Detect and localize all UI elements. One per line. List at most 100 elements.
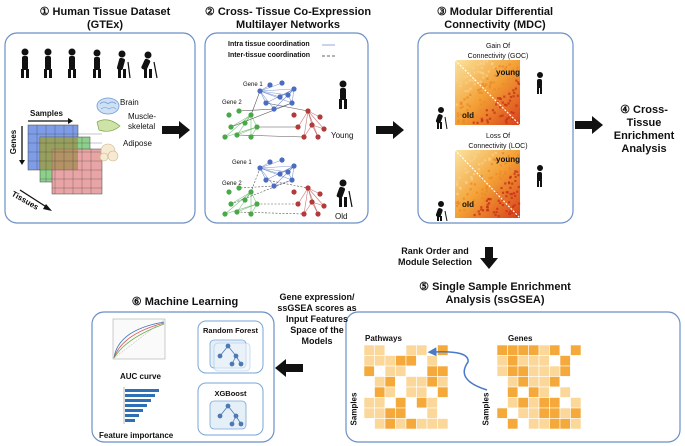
matrix-cell bbox=[517, 418, 529, 430]
heat-cell bbox=[469, 159, 472, 162]
heat-cell bbox=[475, 116, 479, 119]
step5-title-line1: ⑤ Single Sample Enrichment bbox=[419, 281, 571, 293]
heat-cell bbox=[509, 176, 512, 179]
heat-cell bbox=[495, 103, 498, 106]
muscle-icon bbox=[96, 119, 121, 132]
heat-cell bbox=[466, 103, 469, 106]
heat-cell bbox=[490, 81, 493, 84]
network-node bbox=[301, 134, 307, 140]
heat-cell bbox=[469, 79, 472, 82]
heat-cell bbox=[475, 191, 479, 194]
heat-cell bbox=[456, 115, 460, 118]
matrix-cell bbox=[538, 376, 550, 388]
heat-cell bbox=[457, 65, 460, 68]
heat-cell bbox=[514, 179, 517, 183]
heat-cell bbox=[509, 95, 513, 99]
heat-cell bbox=[459, 106, 462, 110]
heat-cell bbox=[482, 62, 486, 65]
heat-cell bbox=[482, 202, 485, 205]
heat-cell bbox=[510, 192, 513, 196]
heat-cell bbox=[501, 114, 504, 117]
heat-cell bbox=[458, 202, 461, 205]
heat-cell bbox=[469, 93, 472, 96]
matrix-cell bbox=[507, 407, 519, 419]
heat-cell bbox=[512, 77, 515, 80]
matrix-cell bbox=[374, 418, 386, 430]
matrix-cell bbox=[496, 376, 508, 388]
network-node bbox=[291, 86, 297, 92]
network-node bbox=[317, 114, 323, 120]
network-node bbox=[228, 201, 234, 207]
feature-space-line5: Models bbox=[301, 336, 333, 346]
matrix-cell bbox=[416, 407, 428, 419]
matrix-cell bbox=[426, 365, 438, 377]
heat-cell bbox=[497, 97, 500, 100]
goc-label-line1: Gain Of bbox=[485, 43, 511, 50]
heat-cell bbox=[457, 61, 460, 64]
heat-cell bbox=[483, 199, 486, 202]
matrix-cell bbox=[496, 407, 508, 419]
heat-cell bbox=[464, 167, 467, 170]
heat-cell bbox=[470, 159, 473, 163]
matrix-cell bbox=[384, 355, 396, 367]
heat-cell bbox=[512, 95, 515, 98]
matrix-cell bbox=[570, 344, 582, 356]
network-node bbox=[254, 201, 260, 207]
matrix-cell bbox=[528, 397, 540, 409]
matrix-cell bbox=[384, 386, 396, 398]
heat-cell bbox=[508, 73, 511, 76]
heat-cell bbox=[455, 204, 459, 208]
heat-cell bbox=[515, 104, 518, 107]
matrix-cell bbox=[437, 397, 449, 409]
network-node bbox=[285, 169, 291, 175]
network-node bbox=[248, 211, 254, 217]
heat-cell bbox=[466, 109, 469, 112]
heat-cell bbox=[482, 72, 485, 75]
loc-label: Loss Of Connectivity (LOC) bbox=[458, 132, 538, 152]
heat-cell bbox=[509, 174, 512, 177]
matrix-cell bbox=[426, 355, 438, 367]
matrix-cell bbox=[528, 407, 540, 419]
matrix-cell bbox=[517, 365, 529, 377]
heat-cell bbox=[507, 116, 510, 119]
heat-cell bbox=[485, 190, 488, 193]
heat-cell bbox=[473, 154, 476, 157]
matrix-cell bbox=[549, 355, 561, 367]
matrix-cell bbox=[363, 386, 375, 398]
heat-cell bbox=[458, 176, 461, 180]
matrix-cell bbox=[437, 365, 449, 377]
inter-edge bbox=[238, 108, 275, 112]
random-forest-icon bbox=[209, 339, 251, 372]
adipose-label: Adipose bbox=[123, 139, 152, 148]
heat-cell bbox=[492, 158, 496, 161]
heat-cell bbox=[488, 157, 491, 160]
heat-cell bbox=[463, 98, 466, 101]
intra-edge bbox=[224, 114, 252, 138]
heat-cell bbox=[477, 70, 480, 74]
matrix-cell bbox=[538, 407, 550, 419]
heat-cell bbox=[508, 212, 511, 215]
heat-cell bbox=[470, 182, 473, 185]
xgboost-icon bbox=[209, 400, 247, 430]
heat-cell bbox=[457, 67, 460, 70]
heat-cell bbox=[491, 109, 495, 112]
heat-cell bbox=[473, 183, 477, 186]
network-box bbox=[204, 32, 369, 224]
heat-cell bbox=[485, 109, 488, 112]
heat-cell bbox=[507, 78, 511, 81]
heat-cell bbox=[504, 172, 507, 176]
matrix-cell bbox=[405, 397, 417, 409]
matrix-cell bbox=[363, 355, 375, 367]
genes-matrix-label: Genes bbox=[508, 334, 533, 343]
network-node bbox=[257, 165, 263, 171]
matrix-cell bbox=[426, 376, 438, 388]
heat-cell bbox=[499, 115, 502, 118]
feature-space-line4: Space of the bbox=[290, 325, 344, 335]
heat-cell bbox=[509, 192, 512, 196]
heat-cell bbox=[507, 156, 510, 159]
feature-space-line2: ssGSEA scores as bbox=[277, 303, 357, 313]
matrix-cell bbox=[496, 355, 508, 367]
heat-cell bbox=[494, 151, 497, 155]
pathways-samples-label: Samples bbox=[349, 392, 359, 426]
inter-edge bbox=[236, 211, 305, 215]
